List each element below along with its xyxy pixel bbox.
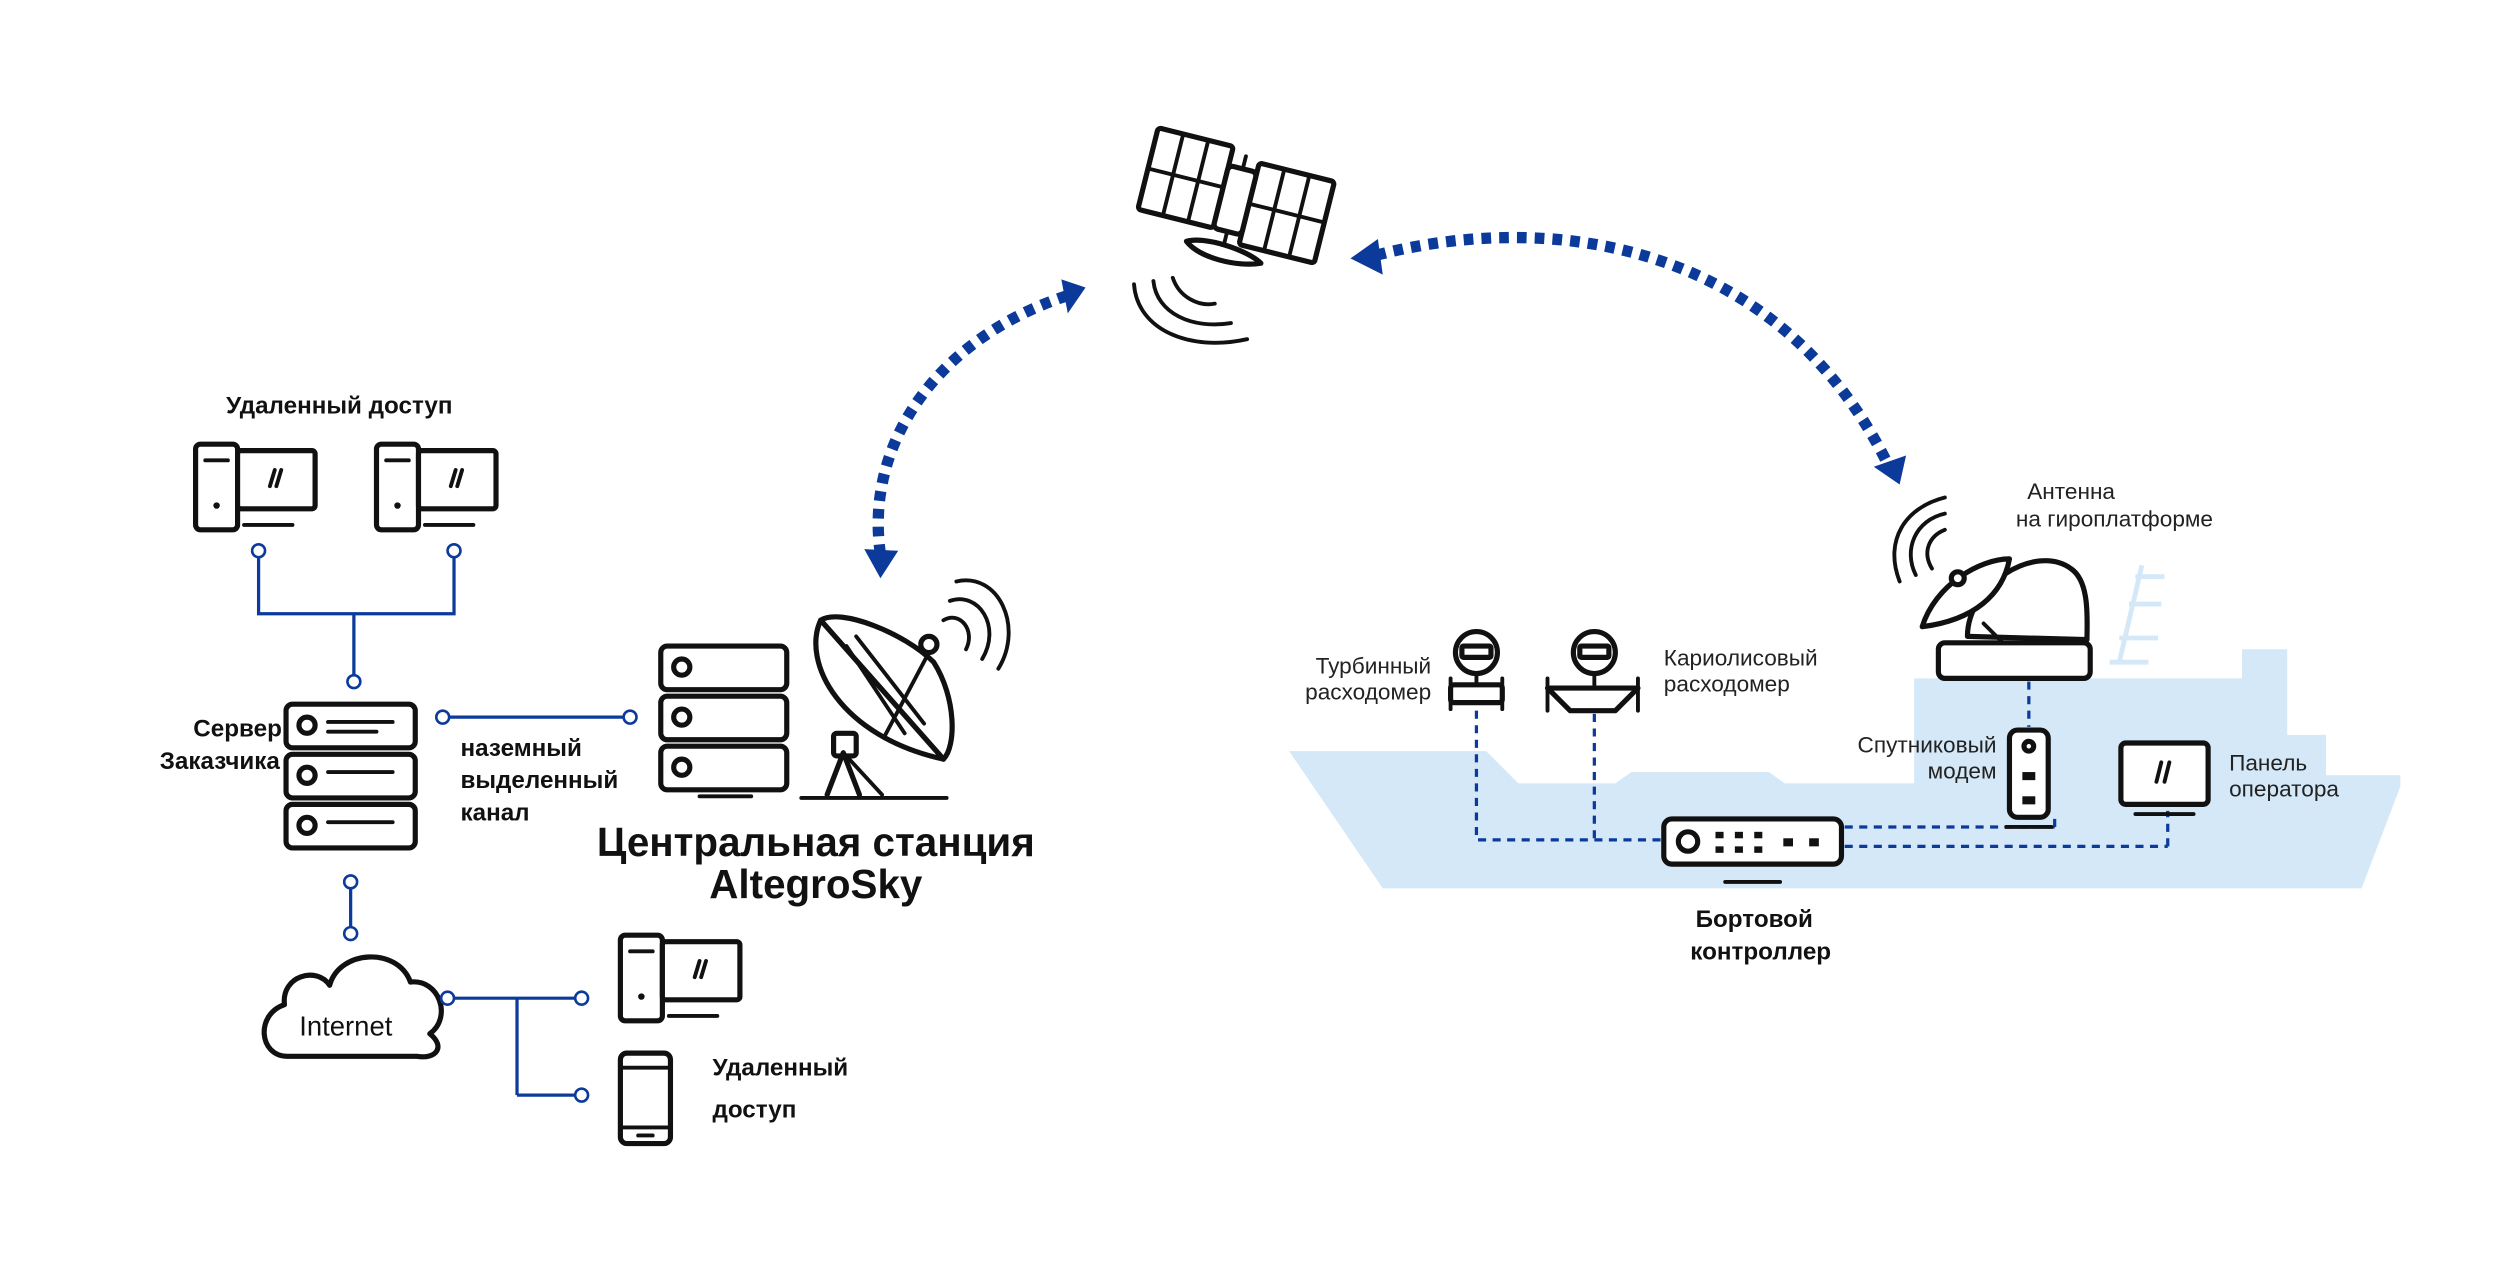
monitor-icon [617,932,743,1024]
dish-antenna-icon [799,578,1011,800]
remote-access-connector [250,543,462,690]
turbine-label-line1: Турбинный [1316,654,1432,679]
gyro-antenna-icon [1892,495,2093,681]
central-station-line2: AltegroSky [709,861,923,907]
central-station-line1: Центральная станция [597,819,1035,865]
panel-label-line2: оператора [2229,776,2339,801]
ground-channel-line2: выделенный [460,767,618,794]
cloud-icon [261,954,444,1060]
remote-access-bottom-line2: доступ [712,1097,796,1124]
coriolis-label-line2: расходомер [1664,671,1790,696]
satellite-icon [1132,125,1337,345]
modem-label-line1: Спутниковый [1858,733,1997,758]
remote-access-top-label: Удаленный доступ [226,392,452,419]
ship-icon [1289,564,2401,889]
server-label-line2: Заказчика [160,748,281,775]
ground-channel-connector [434,709,638,725]
antenna-label-line1: Антенна [2027,479,2115,504]
controller-label-line1: Бортовой [1696,906,1813,933]
monitor-icon [193,441,318,533]
modem-icon [2004,727,2054,829]
flowmeter-icon [1448,628,1505,712]
server-internet-connector [342,874,359,942]
monitor-icon [2118,740,2211,816]
controller-icon [1661,816,1845,884]
satellite-uplink-arc [864,279,1086,579]
modem-label-line2: модем [1928,759,1997,784]
controller-label-line2: контроллер [1690,938,1831,965]
server-label-line1: Сервер [193,716,282,743]
coriolis-label-line1: Кариолисовый [1664,645,1818,670]
turbine-label-line2: расходомер [1305,679,1431,704]
internet-devices-connector [439,990,590,1103]
server-icon [658,643,790,799]
antenna-label-line2: на гироплатформе [2016,507,2213,532]
remote-access-bottom-line1: Удаленный [712,1055,848,1082]
phone-icon [617,1050,674,1147]
monitor-icon [373,441,499,533]
ground-channel-line3: канал [460,800,529,827]
satellite-downlink-arc [1350,231,1907,485]
panel-label-line1: Панель [2229,750,2307,775]
internet-label: Internet [299,1010,392,1041]
ground-channel-line1: наземный [460,735,581,762]
flowmeter-icon [1544,628,1641,714]
server-icon [283,701,418,851]
